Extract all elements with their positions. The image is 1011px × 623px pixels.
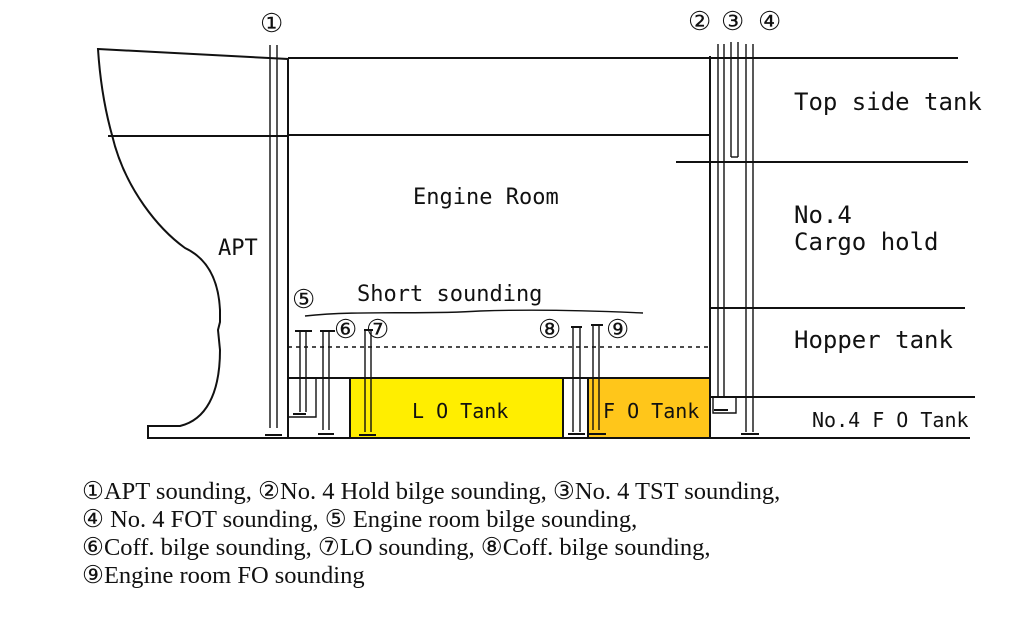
marker-7: ⑦	[366, 315, 389, 345]
legend-text: Coff. bilge sounding,	[103, 534, 312, 561]
hold-bilge-well	[712, 397, 737, 414]
legend-text: LO sounding,	[339, 534, 475, 561]
legend-marker: ⑨	[82, 562, 104, 589]
legend-item-4: ④ No. 4 FOT sounding,	[82, 506, 319, 533]
label-cargo-hold-line2: Cargo hold	[794, 228, 939, 256]
legend-row: ⑥Coff. bilge sounding, ⑦LO sounding, ⑧Co…	[82, 534, 1002, 562]
legend-row: ⑨Engine room FO sounding	[82, 562, 1002, 590]
marker-9: ⑨	[606, 315, 629, 345]
marker-5: ⑤	[292, 285, 315, 315]
legend-row: ①APT sounding, ②No. 4 Hold bilge soundin…	[82, 478, 1002, 506]
legend-item-7: ⑦LO sounding,	[318, 534, 475, 561]
legend: ①APT sounding, ②No. 4 Hold bilge soundin…	[82, 478, 1002, 590]
short-sounding-line	[304, 309, 644, 317]
legend-item-6: ⑥Coff. bilge sounding,	[82, 534, 312, 561]
legend-text: APT sounding,	[103, 478, 252, 505]
marker-6: ⑥	[334, 315, 357, 345]
legend-marker: ④	[82, 506, 104, 533]
fo-tank	[587, 377, 711, 439]
legend-marker: ③	[552, 478, 575, 505]
legend-text: No. 4 Hold bilge sounding,	[280, 478, 547, 505]
legend-item-9: ⑨Engine room FO sounding	[82, 562, 365, 589]
label-top-side-tank: Top side tank	[794, 88, 982, 116]
legend-item-3: ③No. 4 TST sounding,	[553, 478, 780, 505]
legend-text: Coff. bilge sounding,	[502, 534, 711, 561]
legend-marker: ⑥	[82, 534, 104, 561]
label-no4-fo-tank: No.4 F O Tank	[812, 408, 969, 432]
legend-item-8: ⑧Coff. bilge sounding,	[481, 534, 711, 561]
legend-text: No. 4 TST sounding,	[574, 478, 781, 505]
legend-row: ④ No. 4 FOT sounding, ⑤ Engine room bilg…	[82, 506, 1002, 534]
legend-marker: ⑤	[324, 506, 347, 533]
label-engine-room: Engine Room	[413, 185, 559, 210]
label-cargo-hold-line1: No.4	[794, 201, 852, 229]
lo-tank	[349, 377, 564, 439]
legend-item-2: ②No. 4 Hold bilge sounding,	[258, 478, 547, 505]
marker-4: ④	[758, 7, 781, 37]
legend-marker: ②	[258, 478, 280, 505]
legend-text: No. 4 FOT sounding,	[103, 506, 319, 533]
legend-text: Engine room FO sounding	[103, 562, 365, 589]
legend-marker: ⑦	[317, 534, 340, 561]
legend-item-1: ①APT sounding,	[82, 478, 252, 505]
sounding-pipe-diagram: ① ② ③ ④ ⑤ ⑥ ⑦ ⑧ ⑨ APT Engine Room Short …	[96, 7, 982, 439]
marker-2: ②	[688, 7, 711, 37]
label-short-sounding: Short sounding	[357, 282, 542, 307]
marker-8: ⑧	[538, 315, 561, 345]
label-lo-tank: L O Tank	[412, 399, 508, 423]
er-bilge-well	[289, 378, 317, 418]
marker-1: ①	[260, 9, 283, 39]
legend-marker: ⑧	[480, 534, 503, 561]
label-hopper-tank: Hopper tank	[794, 326, 953, 354]
apt-compartment	[96, 47, 289, 439]
legend-text: Engine room bilge sounding,	[346, 506, 638, 533]
label-apt: APT	[218, 236, 258, 261]
legend-item-5: ⑤ Engine room bilge sounding,	[325, 506, 638, 533]
label-fo-tank: F O Tank	[603, 399, 699, 423]
legend-marker: ①	[82, 478, 104, 505]
marker-3: ③	[721, 7, 744, 37]
